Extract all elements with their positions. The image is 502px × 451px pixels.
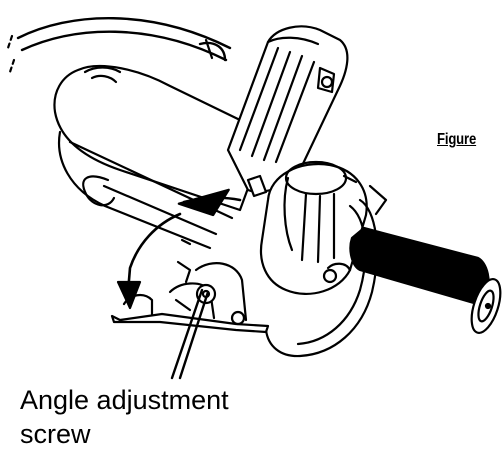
upper-blade-guard [226,25,349,193]
power-cord [6,17,232,74]
angle-adjustment-screw-label: Angle adjustment screw [20,383,229,451]
callout-leader-line [170,288,210,380]
callout-line-1: Angle adjustment [20,385,229,415]
figure-label: Figure [437,131,477,148]
callout-line-2: screw [20,419,91,449]
bevel-angle-arrows [116,188,242,310]
lower-blade-guard [264,174,388,358]
gear-housing [260,160,368,295]
side-handle [322,226,502,334]
